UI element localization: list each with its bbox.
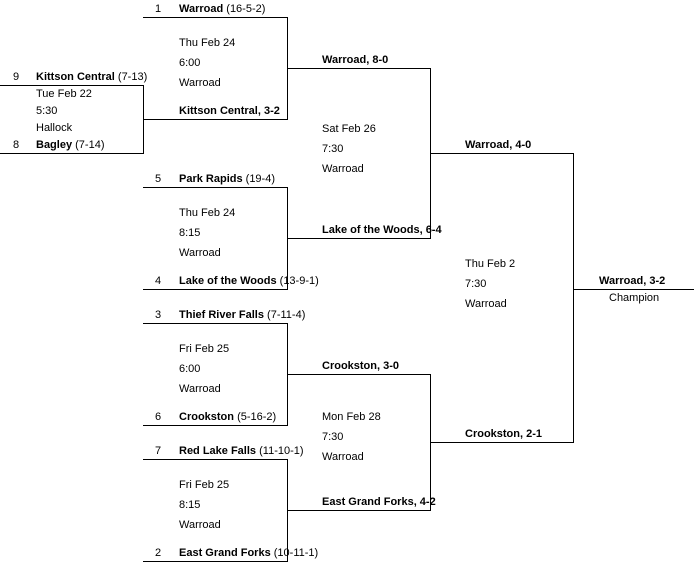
- game-result: Crookston, 2-1: [465, 428, 543, 440]
- game-location: Warroad: [179, 247, 221, 259]
- team-name: Warroad: [179, 3, 224, 15]
- team-entry: Red Lake Falls (11-10-1): [179, 445, 304, 458]
- seed-number: 9: [13, 71, 20, 83]
- game-result: Crookston, 3-0: [322, 360, 400, 372]
- line: [573, 289, 694, 290]
- champion-label: Champion: [609, 292, 660, 304]
- line: [287, 68, 431, 69]
- game-date: Fri Feb 25: [179, 479, 230, 491]
- line: [287, 238, 431, 239]
- team-entry: Thief River Falls (7-11-4): [179, 309, 305, 322]
- game-location: Warroad: [179, 383, 221, 395]
- seed-number: 4: [155, 275, 162, 287]
- team-name: Thief River Falls: [179, 309, 264, 321]
- team-name: Lake of the Woods: [179, 275, 277, 287]
- game-location: Warroad: [179, 519, 221, 531]
- game-date: Tue Feb 22: [36, 88, 92, 100]
- team-name: Crookston: [179, 411, 234, 423]
- team-record: (7-13): [117, 71, 148, 83]
- line: [0, 153, 144, 154]
- game-result: Warroad, 4-0: [465, 139, 532, 151]
- team-name: Kittson Central: [36, 71, 115, 83]
- game-date: Sat Feb 26: [322, 123, 376, 135]
- team-name: Park Rapids: [179, 173, 243, 185]
- seed-number: 8: [13, 139, 20, 151]
- team-name: Bagley: [36, 139, 73, 151]
- game-time: 6:00: [179, 57, 201, 69]
- game-date: Mon Feb 28: [322, 411, 381, 423]
- game-time: 6:00: [179, 363, 201, 375]
- seed-number: 6: [155, 411, 162, 423]
- team-record: (10-11-1): [273, 547, 319, 559]
- team-entry: Lake of the Woods (13-9-1): [179, 275, 319, 288]
- game-location: Warroad: [322, 451, 364, 463]
- line: [143, 85, 144, 154]
- line: [430, 442, 574, 443]
- game-date: Thu Feb 24: [179, 207, 236, 219]
- team-name: Red Lake Falls: [179, 445, 257, 457]
- game-time: 5:30: [36, 105, 58, 117]
- seed-number: 1: [155, 3, 162, 15]
- game-date: Thu Feb 24: [179, 37, 236, 49]
- game-time: 7:30: [322, 431, 344, 443]
- line: [0, 85, 144, 86]
- line: [143, 289, 288, 290]
- line: [143, 323, 288, 324]
- game-result: East Grand Forks, 4-2: [322, 496, 436, 508]
- game-time: 7:30: [465, 278, 487, 290]
- game-location: Warroad: [322, 163, 364, 175]
- line: [430, 153, 574, 154]
- team-entry: East Grand Forks (10-11-1): [179, 547, 318, 560]
- team-record: (16-5-2): [226, 3, 266, 15]
- line: [573, 153, 574, 443]
- team-entry: Bagley (7-14): [36, 139, 104, 152]
- line: [143, 119, 288, 120]
- team-record: (19-4): [245, 173, 275, 185]
- team-record: (7-14): [75, 139, 105, 151]
- game-location: Warroad: [465, 298, 507, 310]
- team-record: (7-11-4): [267, 309, 306, 321]
- team-entry: Kittson Central (7-13): [36, 71, 147, 84]
- game-result: Kittson Central, 3-2: [179, 105, 280, 117]
- game-result: Lake of the Woods, 6-4: [322, 224, 442, 236]
- team-record: (11-10-1): [259, 445, 304, 457]
- line: [143, 17, 288, 18]
- seed-number: 2: [155, 547, 162, 559]
- line: [143, 425, 288, 426]
- team-record: (5-16-2): [237, 411, 277, 423]
- line: [143, 187, 288, 188]
- team-entry: Warroad (16-5-2): [179, 3, 265, 16]
- team-name: East Grand Forks: [179, 547, 271, 559]
- game-time: 8:15: [179, 227, 201, 239]
- team-record: (13-9-1): [279, 275, 319, 287]
- champion-result: Warroad, 3-2: [599, 275, 666, 287]
- game-time: 8:15: [179, 499, 201, 511]
- line: [143, 459, 288, 460]
- game-location: Warroad: [179, 77, 221, 89]
- game-time: 7:30: [322, 143, 344, 155]
- line: [287, 374, 431, 375]
- team-entry: Crookston (5-16-2): [179, 411, 276, 424]
- team-entry: Park Rapids (19-4): [179, 173, 275, 186]
- game-date: Thu Feb 2: [465, 258, 516, 270]
- seed-number: 3: [155, 309, 162, 321]
- game-result: Warroad, 8-0: [322, 54, 389, 66]
- seed-number: 5: [155, 173, 162, 185]
- seed-number: 7: [155, 445, 162, 457]
- game-date: Fri Feb 25: [179, 343, 230, 355]
- line: [287, 510, 431, 511]
- game-location: Hallock: [36, 122, 73, 134]
